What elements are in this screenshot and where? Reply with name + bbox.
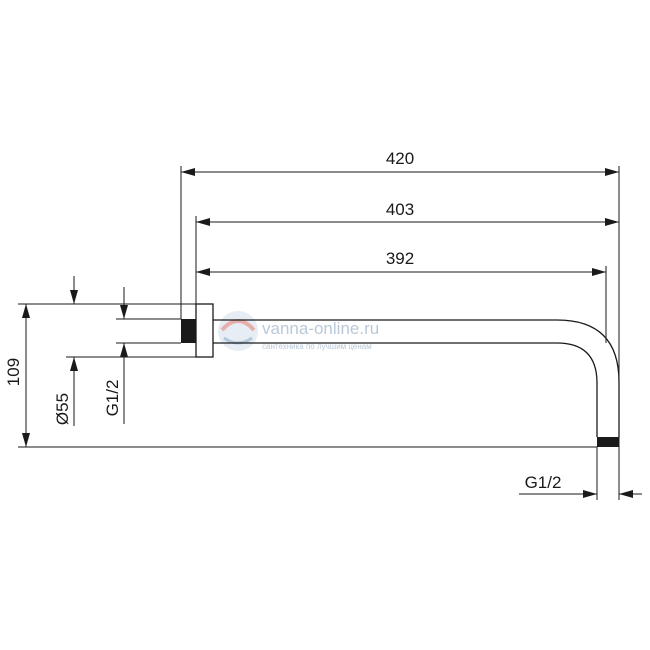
extension-lines bbox=[18, 166, 620, 500]
wall-nut bbox=[181, 319, 196, 343]
rosette bbox=[195, 303, 214, 358]
watermark-tagline: сантехника по лучшим ценам bbox=[262, 342, 372, 351]
dim-403-label: 403 bbox=[386, 200, 414, 219]
watermark-logo-icon bbox=[218, 311, 258, 351]
dim-g12-left-label: G1/2 bbox=[103, 380, 122, 417]
watermark-site: vanna-online.ru bbox=[262, 319, 379, 338]
dim-109-label: 109 bbox=[4, 358, 23, 386]
arm-pipe-bottom bbox=[213, 342, 598, 437]
dim-420-label: 420 bbox=[386, 149, 414, 168]
dimension-lines bbox=[22, 168, 642, 498]
watermark: vanna-online.ru сантехника по лучшим цен… bbox=[218, 311, 379, 351]
dim-392-label: 392 bbox=[386, 249, 414, 268]
dimension-labels: 420 403 392 109 Ø55 G1/2 G1/2 bbox=[4, 149, 561, 492]
dim-55-label: Ø55 bbox=[53, 393, 72, 425]
dim-g12-bottom-label: G1/2 bbox=[525, 473, 562, 492]
outlet-thread bbox=[597, 437, 619, 447]
